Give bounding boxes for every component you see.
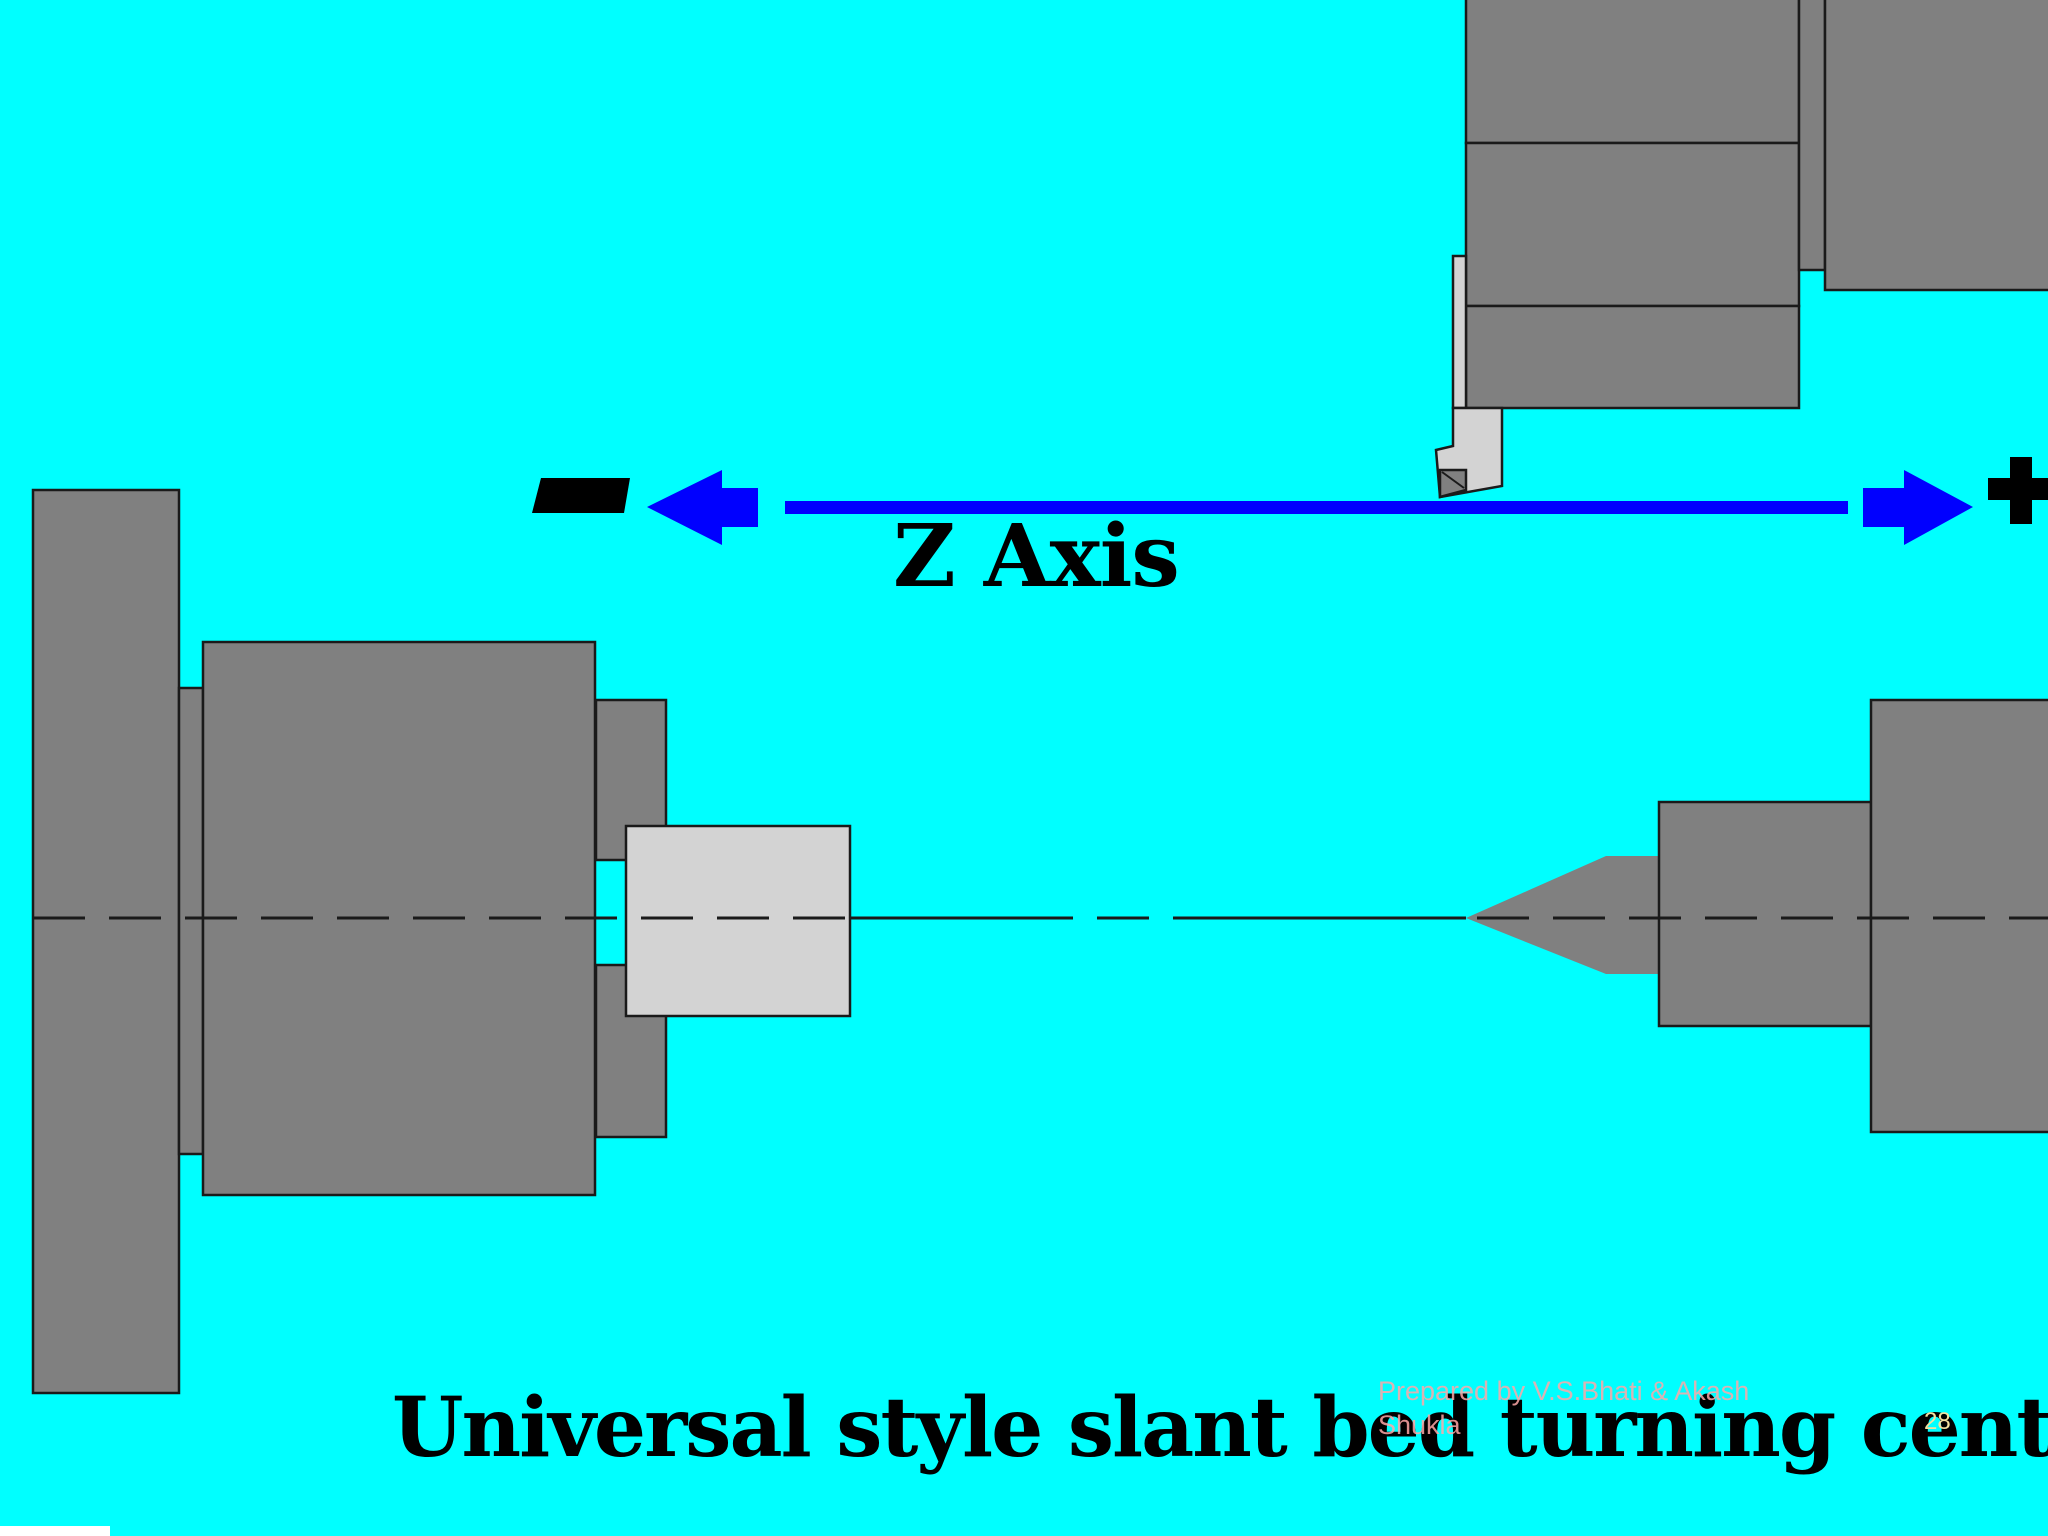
turret-divider (1797, 0, 1827, 272)
workpiece (624, 824, 852, 1018)
turret-block-top (1464, 0, 1801, 145)
footer-credit: Prepared by V.S.Bhati & Akash Shukla (1378, 1376, 1750, 1440)
page-number: 28 (1924, 1408, 1951, 1435)
z-axis-arrow-right (1863, 470, 1973, 545)
tailstock-quill (1657, 800, 1873, 1028)
tailstock-center (1466, 856, 1659, 974)
cutting-insert (1438, 468, 1468, 499)
turret-block-bottom (1464, 304, 1801, 410)
slide-corner-marker (0, 1526, 110, 1536)
slide-title: Universal style slant bed turning center (392, 1380, 2048, 1476)
z-axis-label: Z Axis (893, 506, 1180, 607)
z-axis-line (785, 501, 1848, 514)
tailstock-body (1869, 698, 2048, 1134)
turret-side-block (1823, 0, 2048, 292)
spindle-collar (177, 686, 205, 1156)
tool-shank (1451, 254, 1468, 410)
z-axis-arrow-left (647, 470, 758, 545)
minus-sign-icon (532, 478, 630, 513)
plus-sign-icon (1988, 457, 2048, 524)
headstock-faceplate (31, 488, 181, 1395)
turret-block-middle (1464, 141, 1801, 308)
